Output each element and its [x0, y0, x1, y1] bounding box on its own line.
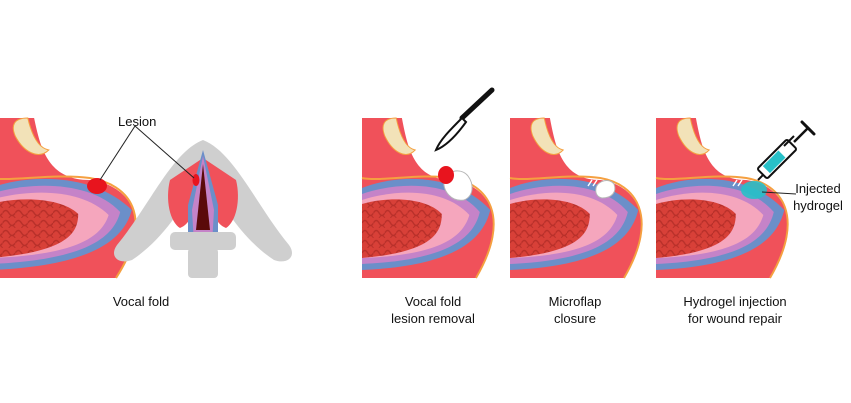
closure-cross-section: [509, 117, 644, 279]
larynx-top-view: [113, 140, 293, 278]
suture-marks: [587, 179, 598, 187]
scalpel-icon: [434, 87, 495, 152]
suture-marks-repair: [732, 179, 743, 187]
injection-caption-line2: for wound repair: [688, 311, 782, 326]
lesion-pointer: [99, 125, 136, 181]
hydrogel-pointer: [761, 191, 797, 195]
removal-caption: Vocal fold lesion removal: [368, 293, 498, 327]
lesion-marker: [87, 178, 107, 194]
injected-hydrogel-line1: Injected: [795, 181, 841, 196]
injection-caption: Hydrogel injection for wound repair: [660, 293, 810, 327]
lesion-marker-top: [192, 174, 200, 186]
injection-caption-line1: Hydrogel injection: [683, 294, 787, 309]
vocal-fold-caption: Vocal fold: [96, 293, 186, 310]
lesion-label: Lesion: [118, 114, 157, 129]
closure-caption: Microflap closure: [520, 293, 630, 327]
closure-caption-line2: closure: [554, 311, 596, 326]
injected-hydrogel-line2: hydrogel: [793, 198, 843, 213]
vocal-fold-caption-text: Vocal fold: [112, 294, 170, 309]
hydrogel-deposit: [741, 181, 767, 199]
syringe-icon: [757, 120, 816, 181]
removal-caption-line1: Vocal fold: [404, 294, 462, 309]
removal-caption-line2: lesion removal: [391, 311, 475, 326]
excised-lesion: [438, 166, 454, 184]
injection-cross-section: [655, 117, 790, 279]
injected-hydrogel-label: Injected hydrogel: [788, 180, 848, 214]
lesion-pointer-top: [134, 125, 195, 179]
closed-microflap-void: [595, 180, 616, 199]
removal-cross-section: [361, 117, 496, 279]
closure-caption-line1: Microflap: [548, 294, 602, 309]
